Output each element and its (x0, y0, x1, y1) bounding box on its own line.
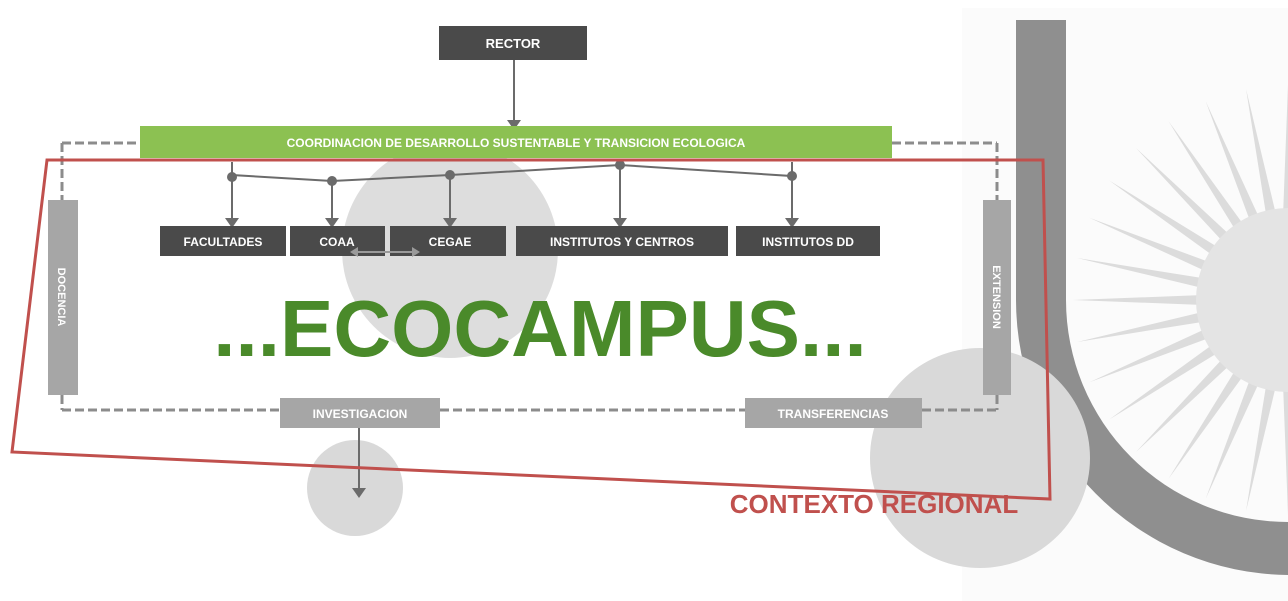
transferencias-label: TRANSFERENCIAS (778, 407, 889, 421)
arrow-down-icon (507, 120, 521, 130)
facultades-label: FACULTADES (184, 235, 263, 249)
docencia-label: DOCENCIA (55, 268, 67, 327)
extension-node: EXTENSION (983, 200, 1011, 395)
sun-ray (1109, 180, 1218, 256)
ecocampus-headline: ...ECOCAMPUS... (213, 284, 866, 373)
sun-ray (1205, 101, 1259, 221)
sun-ray (1109, 344, 1218, 420)
coordination-label: COORDINACION DE DESARROLLO SUSTENTABLE Y… (287, 136, 746, 150)
transferencias-box (745, 398, 922, 428)
arrow-down-icon (785, 218, 799, 228)
coordination-node: COORDINACION DE DESARROLLO SUSTENTABLE Y… (140, 126, 892, 158)
sun-ray (1135, 147, 1230, 242)
rector-node: RECTOR (439, 26, 587, 60)
coaa-label: COAA (319, 235, 355, 249)
sun-ray (1077, 258, 1203, 288)
background-circle-right (870, 348, 1090, 568)
rector-label: RECTOR (486, 36, 541, 51)
double-arrow-right-head (412, 247, 420, 257)
junction-dot (227, 172, 237, 182)
institutos-dd-node: INSTITUTOS DD (736, 226, 880, 256)
arrow-down-icon (443, 218, 457, 228)
double-arrow-left-head (350, 247, 358, 257)
facultades-box (160, 226, 286, 256)
sun-ray (1246, 89, 1276, 215)
arrow-double-horizontal-icon (350, 247, 420, 257)
investigacion-box (280, 398, 440, 428)
sun-ray (1283, 85, 1288, 213)
arrow-down-icon (225, 218, 239, 228)
sun-ray (1205, 379, 1259, 499)
docencia-node: DOCENCIA (48, 200, 78, 395)
sun-ray (1135, 358, 1230, 453)
cegae-label: CEGAE (429, 235, 472, 249)
rector-box (439, 26, 587, 60)
junction-dot (615, 160, 625, 170)
institutos-centros-label: INSTITUTOS Y CENTROS (550, 235, 694, 249)
sun-logo-icon (1073, 85, 1288, 515)
sun-ray (1073, 295, 1201, 305)
arrow-down-icon (613, 218, 627, 228)
institutos-dd-box (736, 226, 880, 256)
sun-ray (1089, 329, 1209, 383)
sun-ray (1089, 217, 1209, 271)
context-label: CONTEXTO REGIONAL (730, 489, 1019, 519)
junction-dot (327, 176, 337, 186)
sun-ray (1168, 121, 1244, 230)
sun-ray (1168, 370, 1244, 479)
transferencias-node: TRANSFERENCIAS (745, 398, 922, 428)
institutos-centros-box (516, 226, 728, 256)
institutos-dd-label: INSTITUTOS DD (762, 235, 854, 249)
extension-label: EXTENSION (990, 265, 1002, 329)
junction-dot (787, 171, 797, 181)
investigacion-label: INVESTIGACION (313, 407, 408, 421)
investigacion-node: INVESTIGACION (280, 398, 440, 428)
institutos-centros-node: INSTITUTOS Y CENTROS (516, 226, 728, 256)
sun-core (1196, 208, 1288, 392)
coordination-bar (140, 126, 892, 158)
junction-dots (227, 160, 797, 186)
arrow-down-icon (325, 218, 339, 228)
facultades-node: FACULTADES (160, 226, 286, 256)
docencia-bar (48, 200, 78, 395)
extension-bar (983, 200, 1011, 395)
junction-dot (445, 170, 455, 180)
arrowheads (225, 120, 799, 498)
sun-ray (1077, 312, 1203, 342)
arrow-down-icon (352, 488, 366, 498)
sun-ray (1283, 387, 1288, 515)
dashed-frame (60, 141, 999, 412)
sun-ray (1246, 385, 1276, 511)
regional-context-outline (10, 158, 1052, 501)
